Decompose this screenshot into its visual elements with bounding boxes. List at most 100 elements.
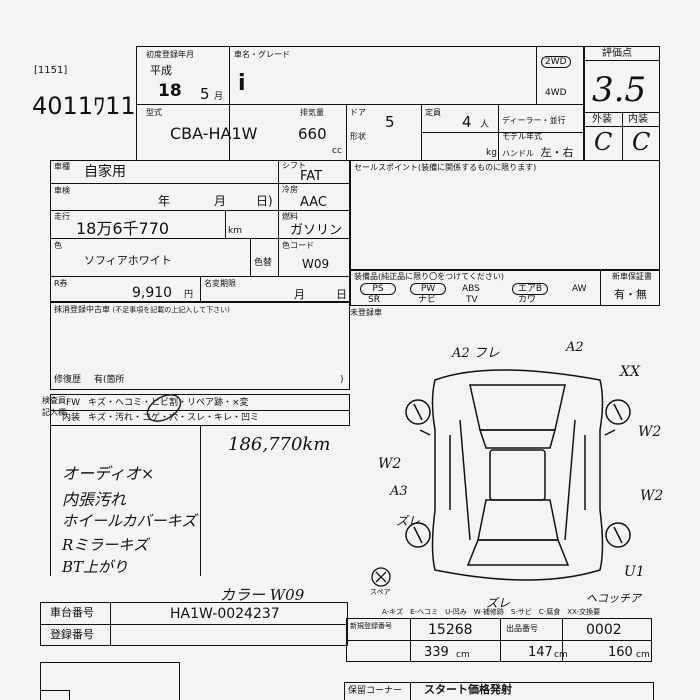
equip-warranty: 有・無 <box>614 288 647 301</box>
color-label: 色 <box>54 241 62 250</box>
sales-point-box <box>350 160 660 270</box>
equip-sr: SR <box>368 295 380 305</box>
usage-value: 自家用 <box>84 164 126 180</box>
equip-aw: AW <box>572 284 587 294</box>
dim2-unit: cm <box>554 650 568 660</box>
repair-value: 有(箇所 <box>94 375 125 385</box>
recycle-day: 日 <box>336 288 347 301</box>
equip-navi: ナビ <box>418 295 437 305</box>
equipment-label: 装備品(純正品に限り〇をつけてください) <box>354 272 505 281</box>
model-name-label: 車名・グレード <box>234 50 290 59</box>
start-price-box <box>344 682 654 700</box>
chassis-value: HA1W-0024237 <box>170 606 280 622</box>
capacity-unit: 人 <box>480 120 490 130</box>
inspection-label: 車検 <box>54 186 70 195</box>
color-note: カラー W09 <box>220 586 305 604</box>
grade-label: 評価点 <box>602 48 632 59</box>
start-price-label: 保留コーナー <box>348 686 403 696</box>
first-reg-year: 18 <box>158 81 182 101</box>
mileage-label: 走行 <box>54 212 70 221</box>
dim3: 160 <box>608 645 633 660</box>
new-reg-value: 15268 <box>428 622 473 638</box>
model-code-label: 型式 <box>146 108 162 117</box>
equip-tv: TV <box>466 295 478 305</box>
dim1-unit: cm <box>456 650 470 660</box>
equip-abs: ABS <box>462 284 480 294</box>
mark-u1: U1 <box>624 564 645 580</box>
drive-4wd: 4WD <box>545 88 567 98</box>
shape-label: 形状 <box>350 132 366 141</box>
mark-w2b: W2 <box>378 456 402 472</box>
handwritten-id: 4011ﾜ11 <box>32 92 136 120</box>
first-reg-month: 5 <box>200 85 210 103</box>
inspector-line2-label: 内装 <box>62 413 81 423</box>
capacity-value: 4 <box>462 113 472 131</box>
equip-ps: PS <box>360 283 396 295</box>
dealer-no-value: 0002 <box>586 622 622 638</box>
ext-value: C <box>594 128 613 156</box>
bottom-left-stub-2 <box>40 690 70 700</box>
model-name-value: i <box>238 71 246 96</box>
unregistered-sub2: (不足事項を記載の上記入して下さい) <box>112 306 230 314</box>
mark-top1: A2 フレ <box>452 346 500 361</box>
dim3-unit: cm <box>636 650 650 660</box>
repair-label: 修復歴 <box>54 375 82 385</box>
recycle-memo-label: 名変期限 <box>204 279 236 288</box>
inspector-label2: 記入欄 <box>42 408 66 417</box>
chassis-label: 車台番号 <box>50 606 94 619</box>
first-reg-month-unit: 月 <box>214 92 224 102</box>
car-damage-diagram <box>405 369 631 581</box>
displacement-unit: cc <box>332 146 342 156</box>
color-value: ソフィアホワイト <box>84 254 172 267</box>
spare-tire-icon <box>371 567 391 587</box>
color-code-value: W09 <box>302 257 330 271</box>
mark-w2c: W2 <box>640 488 664 504</box>
ext-label: 外装 <box>592 114 612 125</box>
recycle-value: 9,910 <box>132 285 173 301</box>
unregistered-label: 未登録車 <box>350 308 382 317</box>
recycle-unit: 円 <box>184 290 194 300</box>
equipment-new-label: 新車保証書 <box>612 272 652 281</box>
equip-kawa: カワ <box>518 295 537 305</box>
inspector-label1: 検査員 <box>42 396 66 405</box>
mileage-unit: km <box>228 226 242 236</box>
displacement-value: 660 <box>298 125 327 143</box>
mark-top2: A2 <box>566 340 584 355</box>
note-2: 内張汚れ <box>62 490 127 509</box>
new-reg-label: 新規登録番号 <box>350 622 392 630</box>
handle-value: 左・右 <box>540 146 574 159</box>
shift-value: FAT <box>300 169 323 184</box>
mark-scratch: ヘコッチア <box>586 592 641 605</box>
header-code: [1151] <box>34 65 68 76</box>
mark-xx: XX <box>620 364 640 380</box>
int-label: 内装 <box>628 114 648 125</box>
unregistered-sub: 抹消登録中古車 (不足事項を記載の上記入して下さい) <box>54 305 230 315</box>
ac-value: AAC <box>300 195 327 210</box>
inspector-line1-label: FW <box>66 398 81 408</box>
model-code-value: CBA-HA1W <box>170 124 258 143</box>
recycle-label: R券 <box>54 279 68 288</box>
inspection-month: 月 <box>214 194 227 208</box>
dealer-label: ディーラー・並行 <box>502 116 566 125</box>
color-change-label: 色替 <box>254 258 273 268</box>
legend-text: A-キズ E-ヘコミ U-凹み W-補修跡 S-サビ C-腐食 XX-交換要 <box>382 608 601 616</box>
dim2: 147 <box>528 645 553 660</box>
grade-value: 3.5 <box>592 70 647 110</box>
start-price-value: スタート価格発射 <box>424 683 512 696</box>
unregistered-box <box>50 302 350 390</box>
dealer-no-label: 出品番号 <box>506 624 538 633</box>
mark-a3: A3 <box>390 484 408 499</box>
inspector-line1: キズ・ヘコミ・ヒビ割・リペア跡・×変 <box>88 398 249 408</box>
model-year-label: モデル年式 <box>502 132 542 141</box>
handle-label: ハンドル <box>502 149 534 158</box>
dim1: 339 <box>424 645 449 660</box>
mileage-value: 18万6千770 <box>76 219 170 238</box>
recycle-month: 月 <box>294 288 305 301</box>
reg-label: 登録番号 <box>50 628 94 641</box>
capacity-label: 定員 <box>425 108 441 117</box>
equip-airbag: エアB <box>512 283 548 295</box>
circle-mark <box>146 394 182 422</box>
shift-label: シフト <box>282 161 306 170</box>
repair-close: ) <box>340 375 344 385</box>
spare-label: スペア <box>370 588 391 596</box>
